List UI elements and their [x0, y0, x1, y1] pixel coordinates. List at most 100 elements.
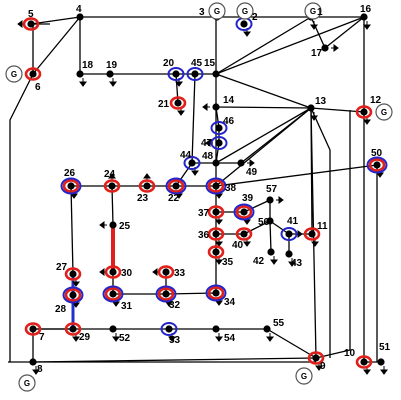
bus-37-node	[212, 208, 220, 216]
bus-14-node	[212, 103, 220, 111]
bus-10-label: 10	[344, 348, 356, 359]
bus-22-blue-ring	[165, 177, 187, 195]
load-arrow-43	[288, 258, 296, 267]
line-6-4	[32, 16, 81, 75]
bus-15-node	[212, 70, 220, 78]
line-56-41	[269, 220, 290, 235]
bus-25-label: 25	[119, 221, 131, 232]
bus-45-blue-ring	[186, 67, 204, 81]
bus-14-label: 14	[223, 95, 235, 106]
bus-29-red-ring	[64, 322, 82, 336]
bus-17-node	[321, 44, 329, 52]
bus-24-node	[108, 182, 116, 190]
bus-39-label: 39	[242, 193, 254, 204]
bus-55-node	[263, 325, 271, 333]
bus-10-node	[360, 358, 368, 366]
bus-20-blue-ring	[167, 67, 185, 81]
bus-30-red-ring	[104, 265, 122, 279]
load-arrow-16	[363, 21, 371, 30]
bus-28-node	[69, 291, 77, 299]
bus-41-blue-ring	[280, 227, 298, 241]
bus-28-red-ring	[64, 288, 82, 302]
bus-44-node	[188, 159, 196, 167]
bus-39-red-ring	[235, 205, 253, 219]
bus-5-red-ring	[22, 17, 40, 31]
bus-44-label: 44	[180, 150, 192, 161]
generator-12-symbol	[375, 103, 393, 121]
bus-9-label: 9	[320, 361, 326, 372]
bus-45-label: 45	[191, 58, 203, 69]
bus-8-label: 8	[37, 364, 43, 375]
bus-52-node	[109, 325, 117, 333]
bus-8-node	[29, 358, 37, 366]
bus-11-red-ring	[303, 227, 321, 241]
line-17-16	[324, 16, 365, 49]
bus-50-label: 50	[371, 148, 383, 159]
load-arrow-51	[380, 366, 388, 375]
bus-22-label: 22	[168, 193, 180, 204]
bus-34-label: 34	[224, 297, 236, 308]
bus-55-label: 55	[273, 318, 285, 329]
bus-rings	[22, 17, 388, 369]
line-34-32	[165, 292, 217, 295]
bus-3-label: 3	[199, 7, 205, 18]
generator-6-label: G	[11, 70, 17, 79]
bus-57-node	[266, 196, 274, 204]
bus-20-label: 20	[163, 58, 175, 69]
bus-53-node	[165, 325, 173, 333]
generator-8-label: G	[24, 379, 30, 388]
load-arrow-54	[215, 333, 223, 342]
bus-23-label: 23	[137, 193, 149, 204]
bus-13-node	[307, 104, 315, 112]
line-route-4	[315, 110, 351, 359]
bus-57-label: 57	[266, 184, 278, 195]
bus-49-node	[237, 159, 245, 167]
bus-5-label: 5	[28, 9, 34, 20]
generator-3-label: G	[214, 7, 220, 16]
load-arrow-1	[310, 21, 318, 30]
bus-34-node	[212, 289, 220, 297]
bus-50-blue-ring	[366, 156, 388, 174]
bus-7-red-ring	[24, 322, 42, 336]
bus-22-node	[172, 182, 180, 190]
bus-36-red-ring	[207, 227, 225, 241]
bus-27-red-ring	[64, 267, 82, 281]
bus-40-label: 40	[232, 240, 244, 251]
bus-21-label: 21	[158, 99, 170, 110]
bus-32-blue-ring	[155, 285, 177, 303]
generator-1-symbol	[304, 2, 322, 20]
bus-nodes	[27, 13, 385, 366]
line-13-12	[310, 107, 365, 113]
load-arrow-13	[310, 112, 318, 121]
bus-39-node	[240, 208, 248, 216]
bus-7-node	[29, 325, 37, 333]
load-arrow-42	[270, 256, 278, 265]
line-26-27	[70, 185, 74, 275]
bus-39-blue-ring	[233, 203, 255, 221]
line-56-42	[269, 220, 272, 253]
bus-25-node	[109, 221, 117, 229]
load-arrow-52	[112, 333, 120, 342]
bus-37-red-ring	[207, 205, 225, 219]
bus-5-node	[27, 20, 35, 28]
bus-29-node	[69, 325, 77, 333]
bus-31-label: 31	[121, 301, 133, 312]
bus-33-label: 33	[174, 268, 186, 279]
bus-46-node	[215, 124, 223, 132]
bus-16-label: 16	[360, 4, 372, 15]
bus-29-label: 29	[79, 332, 91, 343]
bus-48-label: 48	[202, 151, 214, 162]
line-route-7	[215, 107, 312, 187]
bus-34-red-ring	[207, 286, 225, 300]
bus-53-label: 53	[169, 335, 181, 346]
load-arrow-18	[79, 78, 87, 87]
bus-10-red-ring	[355, 355, 373, 369]
bus-9-red-ring	[307, 351, 325, 365]
generator-1-label: G	[310, 7, 316, 16]
bus-26-red-ring	[62, 179, 80, 193]
bus-38-node	[212, 182, 220, 190]
bus-52-label: 52	[119, 333, 131, 344]
bus-23-red-ring	[138, 179, 156, 193]
